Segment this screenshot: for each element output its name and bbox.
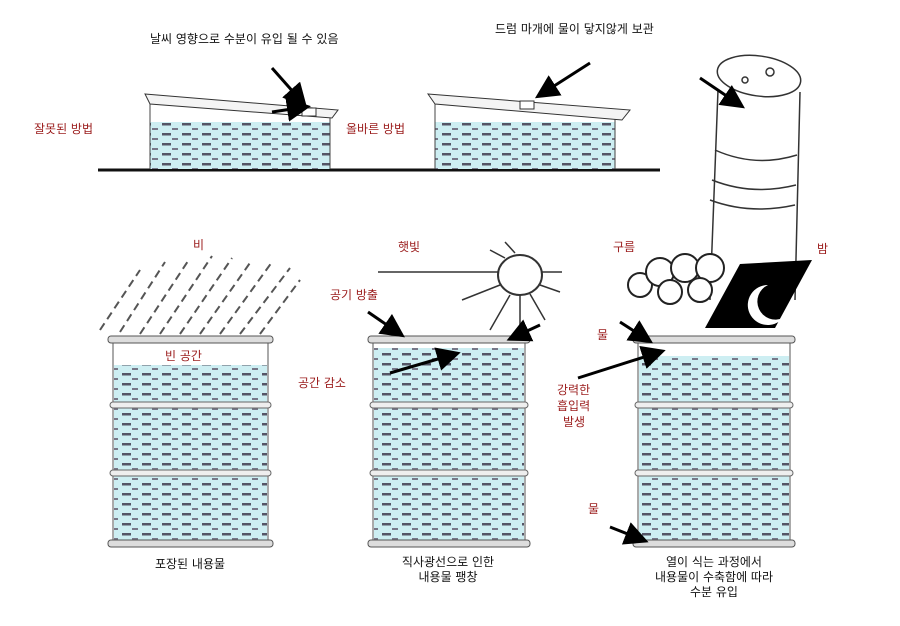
label-water-top: 물 [597, 328, 609, 342]
caption-line: 포장된 내용물 [154, 557, 226, 571]
label-wrong-method: 잘못된 방법 [34, 122, 94, 136]
label-night: 밤 [817, 242, 829, 256]
caption-contracted: 열이 식는 과정에서 내용물이 수축함에 따라 수분 유입 [655, 555, 773, 600]
arrow-drum-cap [699, 76, 745, 109]
caption-expanded: 직사광선으로 인한 내용물 팽창 [402, 555, 494, 585]
arrow-air-release-left [367, 310, 405, 338]
note-wrong: 날씨 영향으로 수분이 유입 될 수 있음 [150, 32, 339, 46]
label-rain: 비 [193, 238, 205, 252]
sun-icon [378, 241, 562, 331]
rain-icon [99, 255, 301, 335]
barrel-packed [107, 335, 274, 548]
caption-line: 내용물이 수축함에 따라 [654, 570, 774, 584]
arrow-water-top [619, 320, 654, 344]
label-suction-3: 발생 [563, 415, 586, 429]
label-water-bottom: 물 [588, 502, 600, 516]
label-empty-space: 빈 공간 [165, 349, 202, 363]
label-space-reduction: 공간 감소 [298, 376, 346, 390]
label-sunlight: 햇빛 [398, 240, 421, 254]
note-right: 드럼 마개에 물이 닿지않게 보관 [495, 22, 654, 36]
caption-line: 내용물 팽창 [418, 570, 478, 584]
barrel-contracted [632, 335, 796, 548]
arrow-right [534, 61, 591, 99]
label-right-method: 올바른 방법 [346, 122, 406, 136]
moon-night-icon [705, 260, 812, 328]
caption-line: 열이 식는 과정에서 [666, 555, 762, 569]
barrel-wrong [144, 93, 339, 169]
arrow-space-reduction [389, 347, 461, 375]
label-air-release: 공기 방출 [330, 288, 378, 302]
arrow-suction [577, 346, 666, 380]
cloud-icon [627, 253, 725, 305]
caption-line: 직사광선으로 인한 [401, 555, 495, 569]
arrow-wrong [270, 67, 307, 108]
label-suction-1: 강력한 [557, 383, 591, 397]
caption-line: 수분 유입 [690, 585, 738, 599]
caption-packed: 포장된 내용물 [155, 557, 225, 572]
barrel-right [426, 93, 631, 169]
arrow-air-release-right [506, 319, 541, 342]
arrow-water-bottom [609, 522, 649, 545]
label-cloud: 구름 [613, 240, 636, 254]
barrel-expanded [367, 335, 531, 548]
label-suction-2: 흡입력 [557, 399, 591, 413]
